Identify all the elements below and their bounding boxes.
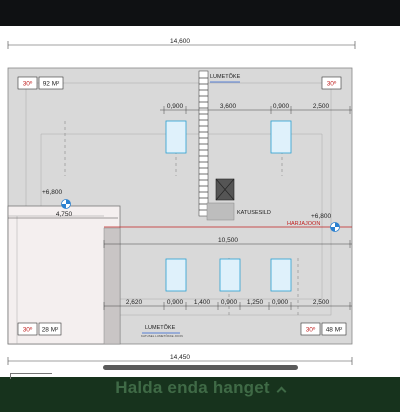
drawing-sheet: 14,600 HARJAJOON <box>0 26 400 377</box>
bottom-action-bar <box>0 377 400 412</box>
snow-guard-top-label: LUMETÕKE <box>210 73 241 80</box>
snow-guard-sub-label: KATUSEL LUMETÕKKE JOON <box>141 333 183 338</box>
roof-window <box>165 258 187 292</box>
bottom-dim-6: 0,900 <box>272 299 289 306</box>
drawing-edge-fragment <box>10 373 52 379</box>
roof-window <box>270 258 292 292</box>
inner-eave-line <box>25 82 332 316</box>
tag-top-left: 30º 92 M² <box>17 76 64 90</box>
bottom-dim-1: 2,620 <box>126 299 143 306</box>
svg-text:92 M²: 92 M² <box>43 81 60 88</box>
elevation-right-label: +6,800 <box>311 213 331 220</box>
svg-text:30º: 30º <box>23 327 33 334</box>
tag-bottom-right: 30º 48 M² <box>300 322 347 336</box>
top-dim-2: 3,600 <box>220 103 237 110</box>
svg-text:28 M²: 28 M² <box>42 327 59 334</box>
dim-4750: 4,750 <box>56 211 73 218</box>
roof-plan-drawing: 14,600 HARJAJOON <box>7 38 356 365</box>
bottom-dim-5: 1,250 <box>247 299 264 306</box>
elevation-marker-right[interactable] <box>330 222 340 232</box>
ridge-label: HARJAJOON <box>287 221 320 227</box>
svg-text:48 M²: 48 M² <box>326 327 343 334</box>
scroll-handle[interactable] <box>103 365 298 370</box>
roof-windows <box>165 120 292 292</box>
roof-bridge <box>206 202 235 221</box>
elevation-left-label: +6,800 <box>42 189 62 196</box>
manage-snow-label: Halda enda hanget <box>115 378 270 397</box>
roof-window <box>165 120 187 154</box>
top-dim-3: 0,900 <box>273 103 290 110</box>
chevron-up-icon <box>276 386 287 397</box>
overall-bottom-dimension: 14,450 <box>170 354 190 361</box>
bottom-dim-3: 1,400 <box>194 299 211 306</box>
svg-text:30º: 30º <box>327 81 337 88</box>
manage-snow-button[interactable]: Halda enda hanget <box>0 378 400 398</box>
dim-10500: 10,500 <box>218 237 238 244</box>
overall-top-dimension: 14,600 <box>170 38 190 45</box>
bottom-dim-4: 0,900 <box>221 299 238 306</box>
roof-ladder <box>198 70 209 217</box>
roof-window <box>270 120 292 154</box>
elevation-marker-left[interactable] <box>61 199 71 209</box>
bottom-dim-2: 0,900 <box>167 299 184 306</box>
snow-guard-bottom-label: LUMETÕKE <box>145 324 176 331</box>
tag-bottom-left: 30º 28 M² <box>17 322 62 336</box>
bottom-dim-7: 2,500 <box>313 299 330 306</box>
svg-text:30º: 30º <box>306 327 316 334</box>
top-dim-4: 2,500 <box>313 103 330 110</box>
top-dim-1: 0,900 <box>167 103 184 110</box>
top-bar <box>0 0 400 26</box>
svg-text:30º: 30º <box>23 81 33 88</box>
roof-bridge-label: KATUSESILD <box>237 210 271 216</box>
tag-top-right: 30º <box>321 76 342 90</box>
roof-window <box>219 258 241 292</box>
